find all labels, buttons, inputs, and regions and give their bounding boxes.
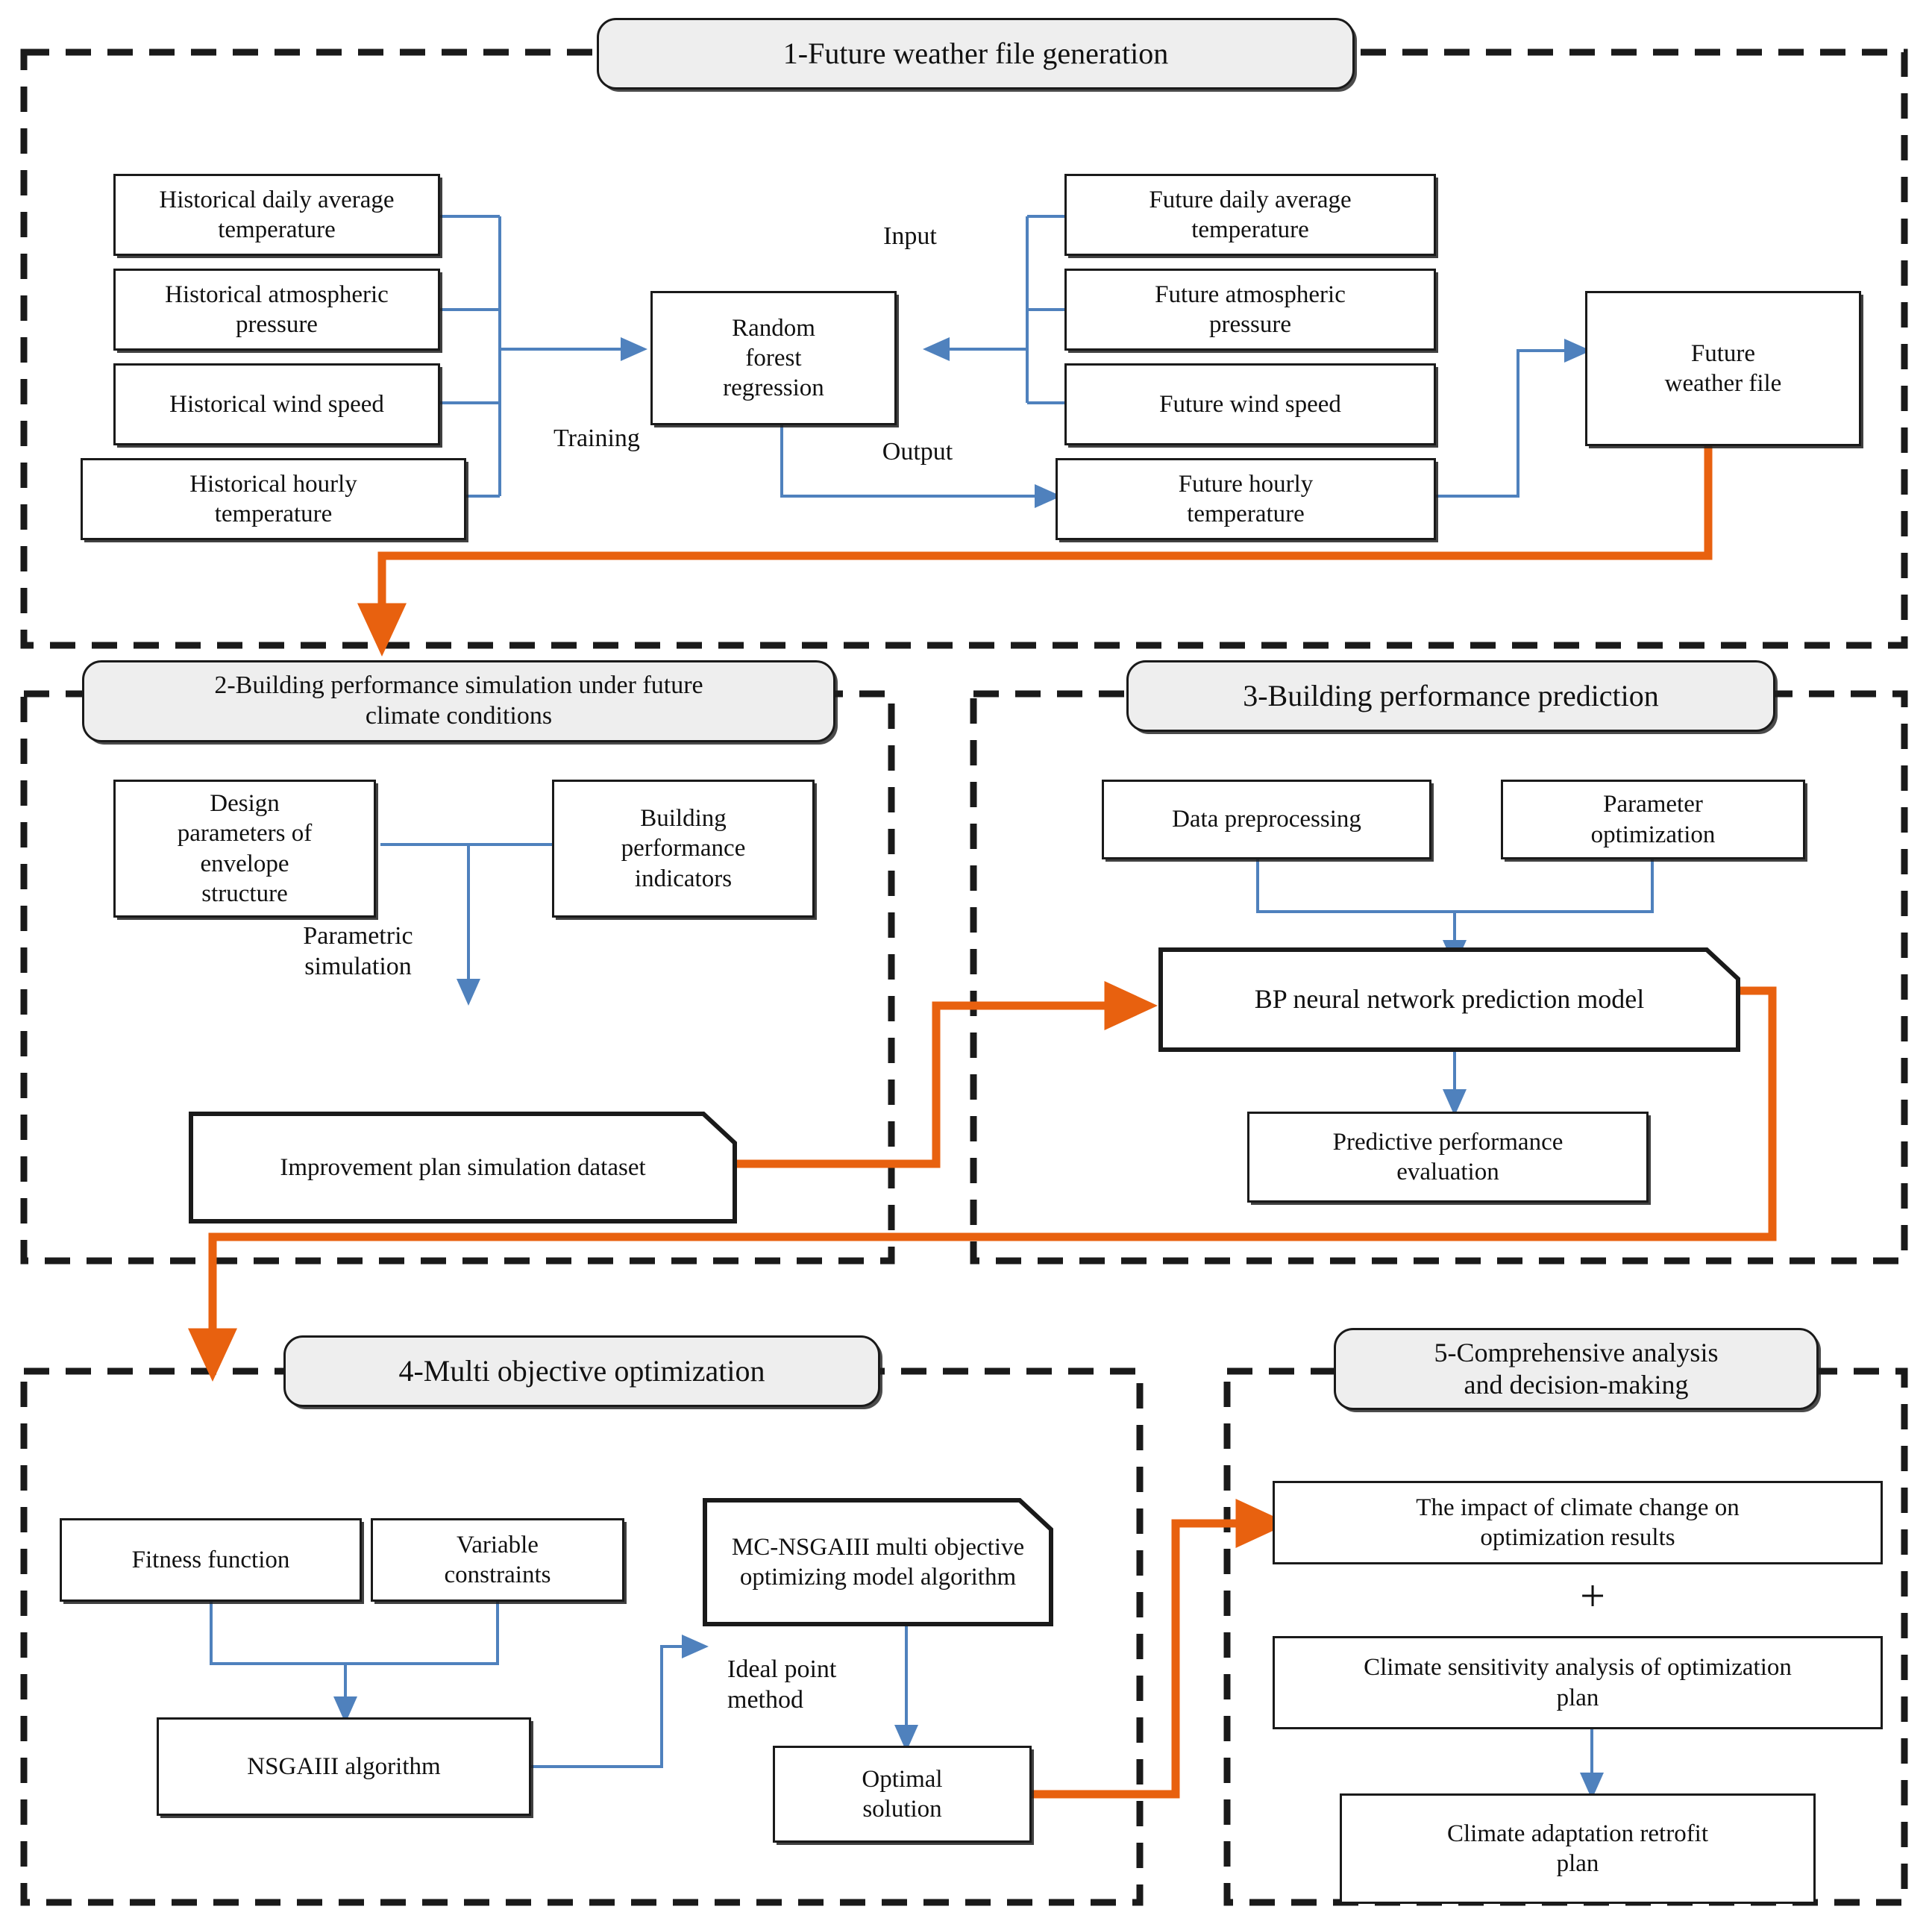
node-fitness-function: Fitness function [60, 1518, 362, 1602]
node-future-atmospheric-pressure: Future atmospheric pressure [1064, 269, 1436, 351]
panel1-blue-edges [440, 215, 1591, 508]
panel-title-5: 5-Comprehensive analysis and decision-ma… [1334, 1328, 1819, 1410]
panel4-blue-edges [210, 1602, 918, 1768]
orange-edge-1-to-2 [357, 446, 1713, 657]
node-predictive-performance-evaluation: Predictive performance evaluation [1247, 1112, 1649, 1203]
panel-title-3: 3-Building performance prediction [1126, 660, 1775, 732]
edge-label-input: Input [883, 222, 937, 250]
node-nsgaiii-algorithm: NSGAIII algorithm [157, 1717, 531, 1816]
node-parameter-optimization: Parameter optimization [1501, 780, 1805, 859]
node-label: MC-NSGAIII multi objective optimizing mo… [731, 1533, 1025, 1591]
node-historical-wind-speed: Historical wind speed [113, 363, 440, 445]
node-improvement-plan-simulation-dataset: Improvement plan simulation dataset [189, 1112, 737, 1223]
node-climate-sensitivity-analysis: Climate sensitivity analysis of optimiza… [1273, 1636, 1883, 1729]
edge-label-output: Output [882, 438, 953, 466]
node-random-forest-regression: Random forest regression [650, 291, 897, 425]
node-data-preprocessing: Data preprocessing [1102, 780, 1431, 859]
node-design-parameters-of-envelope-structure: Design parameters of envelope structure [113, 780, 376, 918]
node-variable-constraints: Variable constraints [371, 1518, 624, 1602]
node-label: Improvement plan simulation dataset [280, 1153, 646, 1181]
cut-corner-shape [703, 1498, 1053, 1626]
cut-corner-shape [1158, 947, 1740, 1052]
node-bp-neural-network-prediction-model: BP neural network prediction model [1158, 947, 1740, 1052]
node-impact-of-climate-change: The impact of climate change on optimiza… [1273, 1481, 1883, 1564]
edge-label-ideal-point-method: Ideal point method [727, 1655, 837, 1714]
edge-label-training: Training [553, 424, 640, 452]
node-future-weather-file: Future weather file [1585, 291, 1861, 446]
orange-edge-3-to-4 [188, 986, 1777, 1382]
node-mc-nsgaiii-model-algorithm: MC-NSGAIII multi objective optimizing mo… [703, 1498, 1053, 1626]
node-climate-adaptation-retrofit-plan: Climate adaptation retrofit plan [1340, 1793, 1816, 1904]
cut-corner-shape [189, 1112, 737, 1223]
node-future-daily-average-temperature: Future daily average temperature [1064, 174, 1436, 256]
node-building-performance-indicators: Building performance indicators [552, 780, 815, 918]
orange-edge-2-to-3 [736, 981, 1158, 1168]
panel-title-4: 4-Multi objective optimization [283, 1335, 880, 1407]
node-historical-daily-average-temperature: Historical daily average temperature [113, 174, 440, 256]
node-optimal-solution: Optimal solution [773, 1746, 1032, 1843]
orange-flow [188, 446, 1777, 1799]
edge-label-parametric-simulation: Parametric simulation [303, 922, 413, 980]
panel-title-2: 2-Building performance simulation under … [82, 660, 835, 742]
node-historical-atmospheric-pressure: Historical atmospheric pressure [113, 269, 440, 351]
panel-title-1: 1-Future weather file generation [597, 18, 1355, 90]
node-future-hourly-temperature: Future hourly temperature [1056, 458, 1436, 540]
node-label: BP neural network prediction model [1254, 984, 1645, 1015]
plus-icon: + [1580, 1571, 1605, 1620]
panel2-blue-edges [380, 843, 556, 1006]
orange-edge-4-to-5 [1032, 1499, 1289, 1799]
node-future-wind-speed: Future wind speed [1064, 363, 1436, 445]
node-historical-hourly-temperature: Historical hourly temperature [81, 458, 466, 540]
